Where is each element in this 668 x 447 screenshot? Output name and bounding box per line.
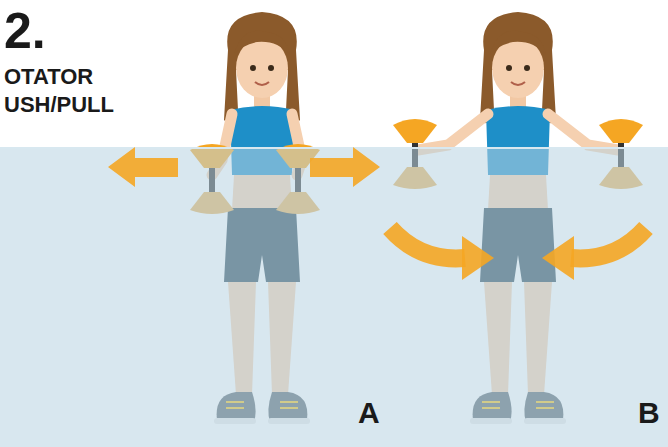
position-letter: B — [638, 398, 660, 428]
exercise-title: USH/PULL — [4, 94, 114, 116]
exercise-title: OTATOR — [4, 66, 93, 88]
position-letter: A — [358, 398, 380, 428]
exercise-number: 2. — [4, 6, 46, 56]
